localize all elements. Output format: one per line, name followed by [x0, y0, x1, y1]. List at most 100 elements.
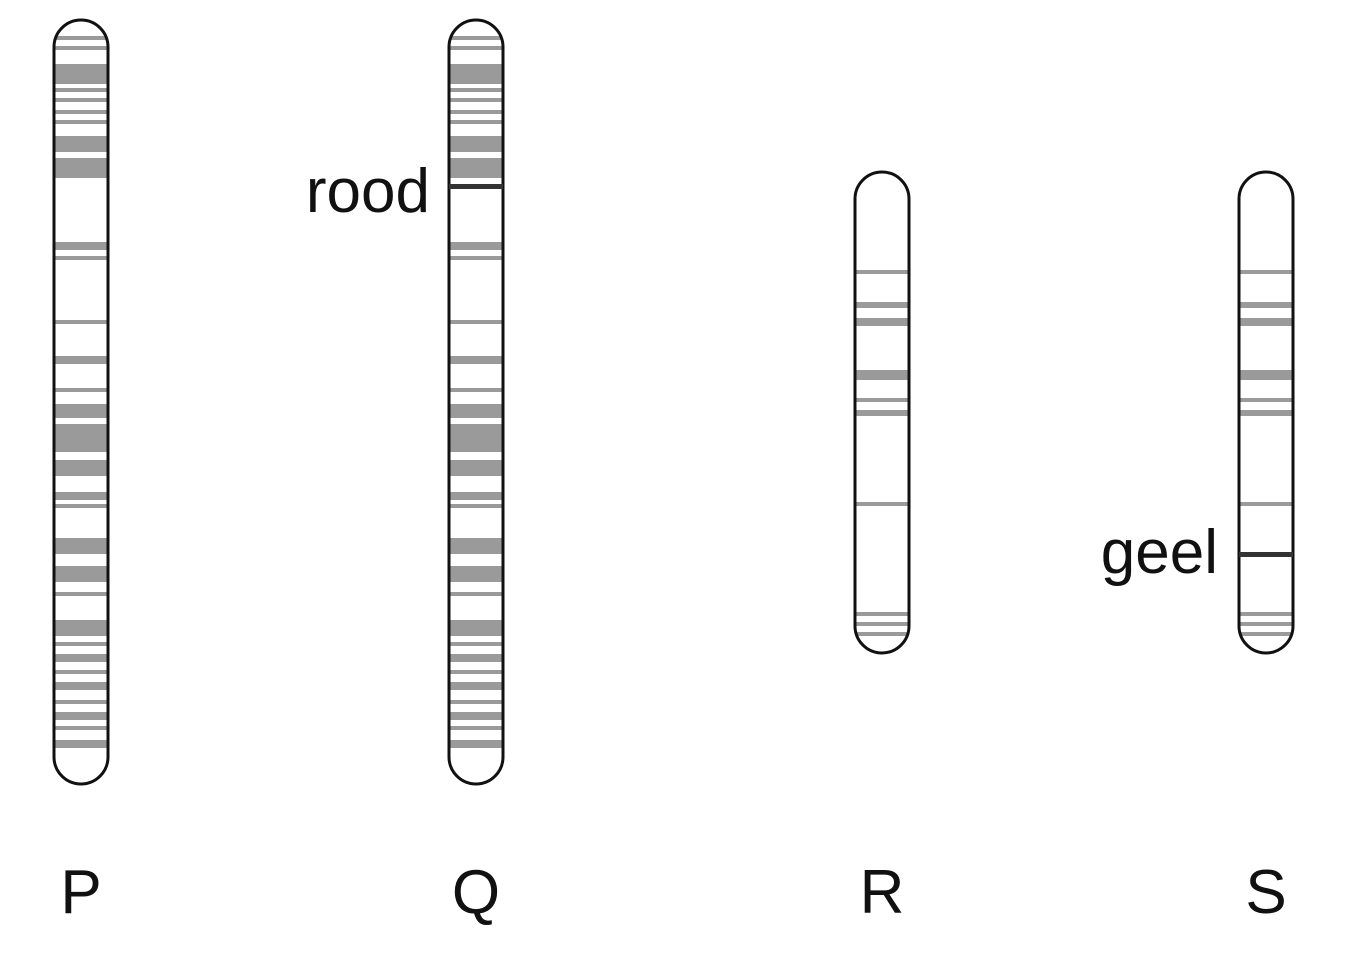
- chromosome-band: [1239, 632, 1293, 636]
- chromosome-band: [1239, 370, 1293, 380]
- chromosome-band: [855, 612, 909, 616]
- chromosome-band: [54, 670, 108, 674]
- chromosome-band: [54, 592, 108, 596]
- chromosome-p: [52, 18, 110, 786]
- chromosome-p-outline: [52, 18, 110, 786]
- chromosome-band: [54, 36, 108, 40]
- chromosome-s-outline: [1237, 170, 1295, 655]
- chromosome-band: [449, 538, 503, 554]
- chromosome-band: [54, 538, 108, 554]
- chromosome-band: [1239, 302, 1293, 308]
- chromosome-band: [54, 740, 108, 748]
- chromosome-band: [449, 726, 503, 730]
- chromosome-q-outline: [447, 18, 505, 786]
- chromosome-band: [855, 270, 909, 274]
- chromosome-band: [449, 88, 503, 92]
- chromosome-band: [54, 504, 108, 508]
- chromosome-band: [449, 98, 503, 102]
- chromosome-q-bands: [449, 36, 503, 748]
- chromosome-band: [449, 320, 503, 324]
- chromosome-band: [54, 424, 108, 432]
- chromosome-band: [449, 120, 503, 124]
- chromosome-band: [855, 370, 909, 380]
- chromosome-band: [449, 492, 503, 500]
- chromosome-band: [449, 388, 503, 392]
- chromosome-band: [54, 136, 108, 152]
- chromosome-p-bands: [54, 36, 108, 748]
- chromosome-s: geel: [1101, 170, 1295, 655]
- chromosome-band: [449, 158, 503, 178]
- gene-label-geel: geel: [1101, 518, 1218, 587]
- chromosome-band: [54, 356, 108, 364]
- chromosome-band: [54, 492, 108, 500]
- chromosome-p-body: [54, 20, 108, 784]
- chromosome-label-p: P: [60, 858, 101, 927]
- chromosome-band: [54, 642, 108, 646]
- chromosome-band: [54, 98, 108, 102]
- chromosome-band: [54, 712, 108, 720]
- chromosome-band: [1239, 612, 1293, 616]
- chromosome-band: [54, 64, 108, 84]
- chromosome-band: [54, 88, 108, 92]
- chromosome-band: [54, 430, 108, 452]
- chromosome-r-outline: [853, 170, 911, 655]
- gene-marker-geel: [1239, 552, 1293, 557]
- chromosome-label-q: Q: [452, 858, 500, 927]
- chromosome-label-r: R: [860, 858, 905, 927]
- chromosome-band: [54, 388, 108, 392]
- chromosome-band: [855, 502, 909, 506]
- chromosome-band: [449, 242, 503, 250]
- chromosome-band: [54, 404, 108, 418]
- chromosome-band: [449, 592, 503, 596]
- chromosome-band: [54, 158, 108, 178]
- chromosome-band: [855, 318, 909, 326]
- chromosome-q: rood: [306, 18, 505, 786]
- chromosome-band: [855, 410, 909, 416]
- chromosome-band: [449, 404, 503, 418]
- chromosome-band: [54, 682, 108, 690]
- chromosome-band: [449, 642, 503, 646]
- chromosome-r-bands: [855, 270, 909, 636]
- chromosome-band: [449, 64, 503, 84]
- chromosome-band: [1239, 410, 1293, 416]
- gene-marker-rood: [449, 184, 503, 189]
- chromosome-q-body: [449, 20, 503, 784]
- chromosome-band: [1239, 270, 1293, 274]
- chromosome-band: [855, 302, 909, 308]
- chromosome-band: [449, 356, 503, 364]
- chromosome-band: [449, 712, 503, 720]
- chromosome-band: [449, 460, 503, 476]
- chromosome-band: [449, 654, 503, 662]
- chromosome-band: [54, 242, 108, 250]
- chromosome-band: [449, 620, 503, 636]
- chromosome-band: [449, 136, 503, 152]
- chromosome-band: [449, 566, 503, 582]
- chromosome-band: [449, 110, 503, 114]
- chromosome-band: [54, 256, 108, 260]
- chromosome-band: [449, 740, 503, 748]
- chromosome-band: [1239, 622, 1293, 626]
- chromosome-band: [449, 700, 503, 704]
- gene-label-rood: rood: [306, 157, 430, 226]
- chromosome-band: [1239, 398, 1293, 402]
- chromosome-band: [54, 700, 108, 704]
- chromosome-band: [449, 504, 503, 508]
- chromosome-band: [449, 430, 503, 452]
- chromosome-band: [449, 256, 503, 260]
- chromosome-band: [855, 398, 909, 402]
- chromosome-band: [54, 460, 108, 476]
- chromosome-band: [54, 46, 108, 50]
- chromosome-band: [54, 110, 108, 114]
- chromosome-band: [54, 654, 108, 662]
- chromosome-r: [853, 170, 911, 655]
- chromosome-band: [54, 566, 108, 582]
- chromosome-band: [54, 320, 108, 324]
- chromosome-band: [54, 120, 108, 124]
- chromosome-band: [54, 726, 108, 730]
- chromosome-band: [1239, 318, 1293, 326]
- chromosome-band: [855, 622, 909, 626]
- chromosome-band: [855, 632, 909, 636]
- chromosome-band: [449, 670, 503, 674]
- chromosome-band: [449, 36, 503, 40]
